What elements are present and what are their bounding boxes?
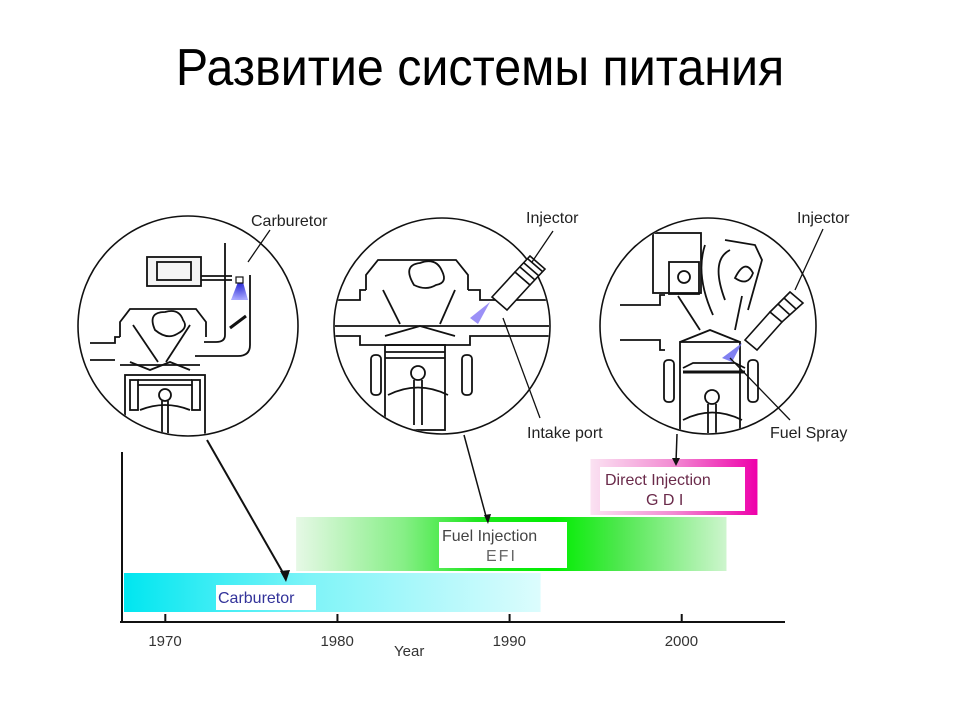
fuel-spray-icon xyxy=(231,282,248,300)
carburetor-callout: Carburetor xyxy=(251,213,328,230)
bar-carburetor xyxy=(124,573,541,612)
x-axis-label: Year xyxy=(394,643,424,660)
fuel-spray-icon xyxy=(722,343,742,362)
gdi-pointer-arrow xyxy=(675,433,678,463)
gdi-label-box xyxy=(600,467,745,511)
carburetor-engine-diagram: Carburetor xyxy=(77,213,328,437)
efi-pointer-arrow xyxy=(463,434,488,521)
injector-callout: Injector xyxy=(797,210,850,227)
slide-title: Развитие системы питания xyxy=(175,39,785,97)
gdi-bar-sublabel: G D I xyxy=(646,492,683,509)
arrowhead-icon xyxy=(672,458,680,466)
x-tick-label: 1970 xyxy=(148,633,181,650)
x-tick-label: 1990 xyxy=(493,633,526,650)
carburetor-bar-label: Carburetor xyxy=(218,590,295,607)
intake-port-callout: Intake port xyxy=(527,425,603,442)
x-tick-label: 2000 xyxy=(665,633,698,650)
port-injection-engine-diagram: Injector Intake port xyxy=(333,210,603,442)
arrowhead-icon xyxy=(280,570,290,582)
fuel-spray-icon xyxy=(470,302,490,324)
carburetor-label-box xyxy=(216,585,316,610)
arrowhead-icon xyxy=(484,514,491,524)
carburetor-pointer-arrow xyxy=(206,439,287,579)
direct-injection-engine-diagram: Injector Fuel Spray xyxy=(599,210,850,442)
efi-label-box xyxy=(439,522,567,568)
injector-callout: Injector xyxy=(526,210,579,227)
efi-bar-sublabel: EFI xyxy=(486,548,517,565)
timeline-chart: Carburetor Fuel Injection EFI Direct Inj… xyxy=(120,433,785,660)
x-tick-label: 1980 xyxy=(320,633,353,650)
fuel-spray-callout: Fuel Spray xyxy=(770,425,847,442)
efi-bar-label: Fuel Injection xyxy=(442,528,537,545)
gdi-bar-label: Direct Injection xyxy=(605,472,711,489)
